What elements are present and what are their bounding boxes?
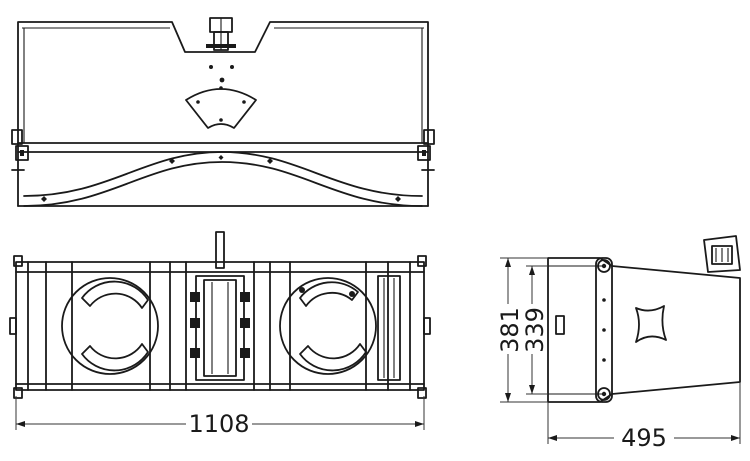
left-woofer [61,277,159,375]
fan-plate [185,86,257,129]
height-dimensions: 381 339 [496,257,549,403]
depth-label: 495 [621,424,667,452]
top-view [11,17,435,207]
side-view: 381 339 495 [496,235,741,452]
rigging-bracket-top [206,17,236,51]
height-outer-label: 381 [496,307,524,353]
right-woofer [279,277,377,375]
width-dimension: 1108 [15,396,425,438]
side-bracket [703,235,741,273]
curved-baffle [17,151,429,207]
center-waveguide [190,275,250,381]
depth-dimension: 495 [547,382,741,452]
height-inner-label: 339 [521,307,549,353]
width-label: 1108 [188,410,249,438]
front-view: 1108 [9,231,431,438]
